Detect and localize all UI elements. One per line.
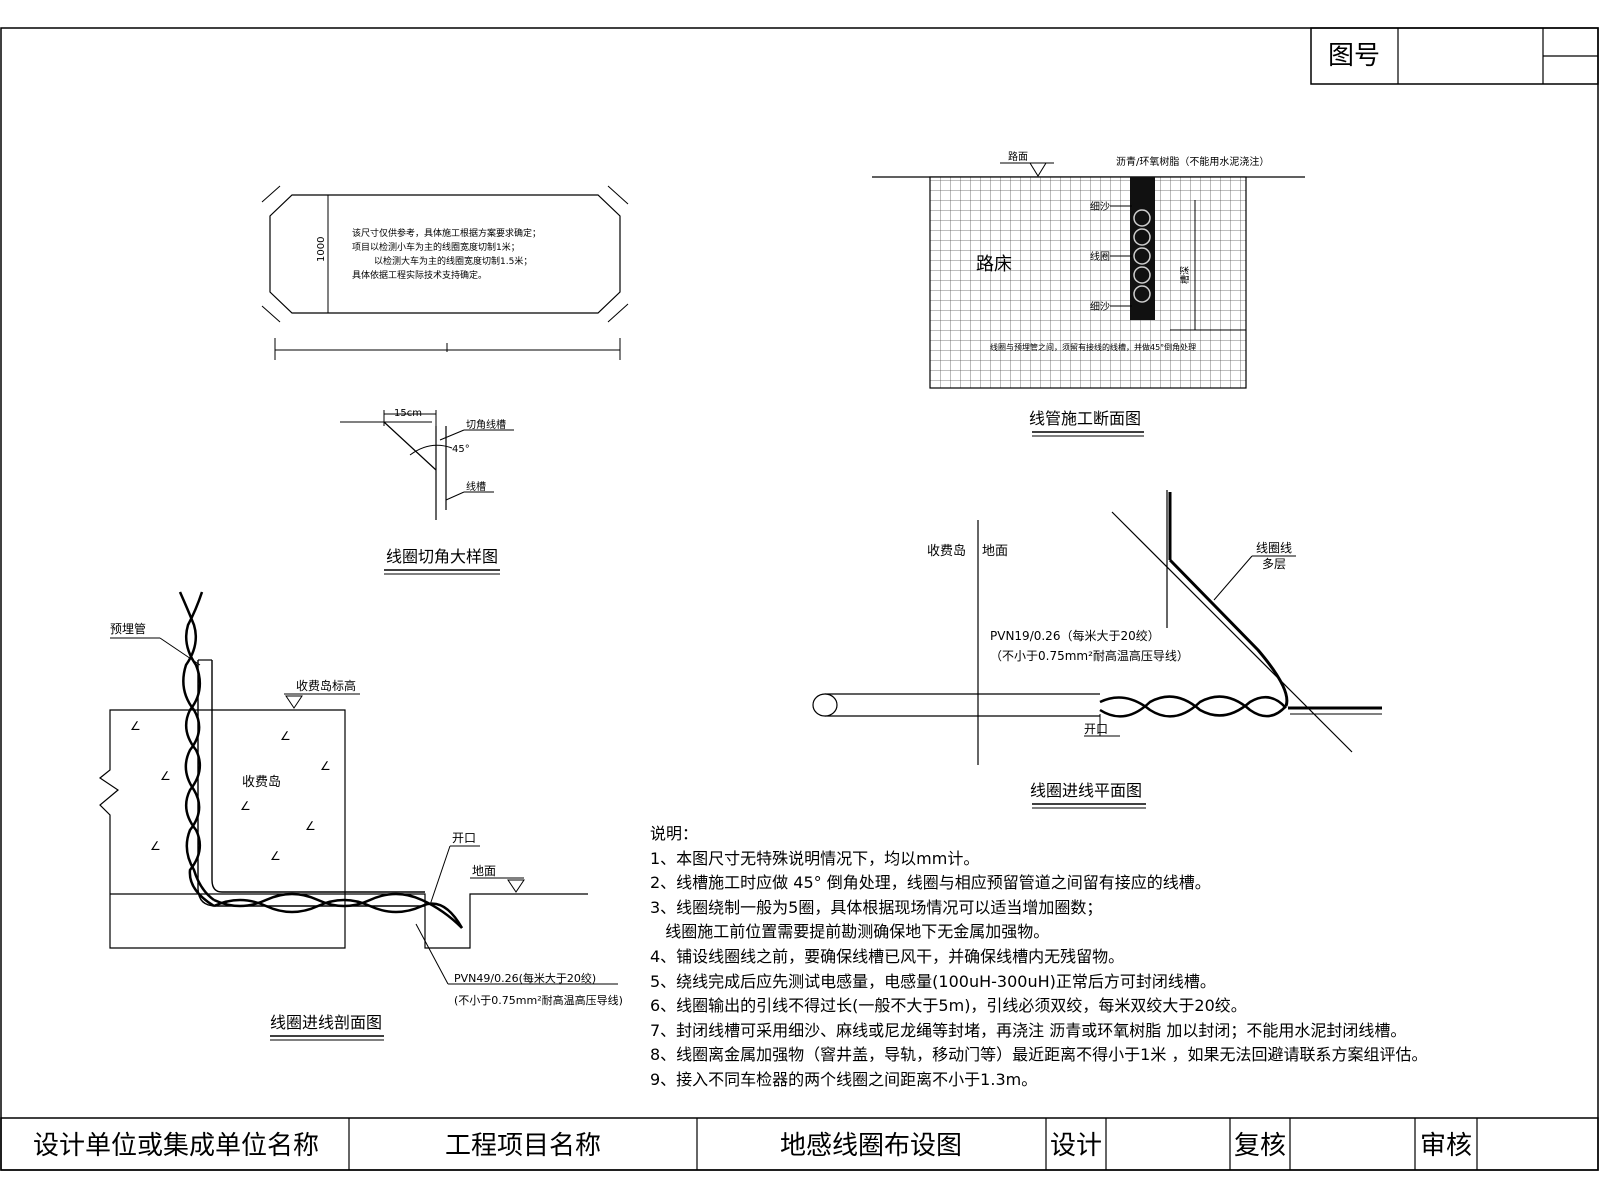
- corner-detail-caption: 线圈切角大样图: [386, 547, 498, 566]
- corner-groove-label: 线槽: [466, 480, 486, 493]
- svg-text:∠: ∠: [150, 839, 161, 853]
- entry-section-top-label: 收费岛标高: [296, 678, 356, 693]
- note-item: 2、线槽施工时应做 45° 倒角处理，线圈与相应预留管道之间留有接应的线槽。: [650, 873, 1211, 893]
- svg-text:∠: ∠: [270, 849, 281, 863]
- drawing-number-label: 图号: [1328, 41, 1380, 71]
- loop-note-2: 项目以检测小车为主的线圈宽度切制1米；: [352, 241, 520, 253]
- corner-cut-size: 15cm: [394, 408, 422, 419]
- svg-text:∠: ∠: [320, 759, 331, 773]
- svg-text:∠: ∠: [130, 719, 141, 733]
- review-label: 复核: [1234, 1131, 1286, 1161]
- entry-plan-cable-spec-1: PVN19/0.26（每米大于20绞）: [990, 628, 1160, 643]
- note-item: 9、接入不同车检器的两个线圈之间距离不小于1.3m。: [650, 1069, 1038, 1089]
- cross-bottom-label: 细沙: [1090, 300, 1110, 313]
- note-item: 3、线圈绕制一般为5圈，具体根据现场情况可以适当增加圈数；: [650, 897, 1103, 917]
- note-item: 1、本图尺寸无特殊说明情况下，均以mm计。: [650, 848, 980, 868]
- entry-plan-cable-spec-2: （不小于0.75mm²耐高温高压导线）: [990, 648, 1189, 663]
- entry-section-view: ∠ ∠ ∠ ∠ ∠ ∠ ∠ ∠ 预埋管 收费岛标高 收费岛 开口 地面 PVN4…: [98, 591, 623, 1041]
- entry-plan-booth-label: 收费岛: [927, 543, 966, 559]
- note-item: 5、绕线完成后应先测试电感量，电感量(100uH-300uH)正常后方可封闭线槽…: [650, 971, 1216, 991]
- cross-section-view: 路面 沥青/环氧树脂（不能用水泥浇注） 路床 细沙 线圈 细沙 槽深 线圈与预埋…: [872, 150, 1305, 437]
- entry-plan-opening-label: 开口: [1084, 722, 1108, 736]
- title-block: 设计单位或集成单位名称 工程项目名称 地感线圈布设图 设计 复核 审核: [0, 1117, 1599, 1171]
- cross-roadbed-label: 路床: [976, 254, 1012, 275]
- approve-label: 审核: [1420, 1131, 1472, 1161]
- svg-text:∠: ∠: [280, 729, 291, 743]
- note-item: 7、封闭线槽可采用细沙、麻线或尼龙绳等封堵，再浇注 沥青或环氧树脂 加以封闭；不…: [650, 1020, 1407, 1040]
- notes-heading: 说明：: [650, 824, 699, 843]
- entry-section-opening-label: 开口: [452, 831, 476, 845]
- cross-road-label: 路面: [1008, 150, 1028, 163]
- svg-text:∠: ∠: [305, 819, 316, 833]
- svg-text:∠: ∠: [240, 799, 251, 813]
- entry-section-cable-spec-2: (不小于0.75mm²耐高温高压导线): [454, 993, 623, 1007]
- entry-plan-view: 收费岛 地面 线圈线 多层 PVN19/0.26（每米大于20绞） （不小于0.…: [812, 490, 1382, 809]
- loop-dimension: 1000: [316, 237, 327, 262]
- loop-note-4: 具体依据工程实际技术支持确定。: [352, 269, 487, 281]
- corner-detail-view: 15cm 45° 切角线槽 线槽 线圈切角大样图: [340, 408, 514, 575]
- entry-section-island-label: 收费岛: [242, 774, 281, 790]
- note-item: 4、铺设线圈线之前，要确保线槽已风干，并确保线槽内无残留物。: [650, 946, 1125, 966]
- note-item: 线圈施工前位置需要提前勘测确保地下无金属加强物。: [650, 922, 1050, 942]
- entry-section-caption: 线圈进线剖面图: [270, 1013, 382, 1032]
- loop-plan-view: 1000 该尺寸仅供参考，具体施工根据方案要求确定； 项目以检测小车为主的线圈宽…: [261, 185, 629, 360]
- corner-angle: 45°: [452, 444, 470, 455]
- entry-section-cable-spec-1: PVN49/0.26(每米大于20绞): [454, 971, 596, 985]
- loop-note-3: 以检测大车为主的线圈宽度切制1.5米；: [374, 255, 532, 267]
- drawing-number-box: 图号: [1310, 27, 1599, 85]
- cross-note: 线圈与预埋管之间，须留有接线的线槽，并做45°倒角处理: [990, 342, 1196, 352]
- note-item: 6、线圈输出的引线不得过长(一般不大于5m)，引线必须双绞，每米双绞大于20绞。: [650, 996, 1247, 1016]
- svg-text:∠: ∠: [160, 769, 171, 783]
- entry-plan-wire-label-2: 多层: [1262, 557, 1286, 571]
- cross-depth-label: 槽深: [1179, 266, 1191, 284]
- cross-loop-label: 线圈: [1090, 250, 1110, 263]
- entry-plan-wire-label-1: 线圈线: [1256, 541, 1292, 555]
- project-name: 工程项目名称: [445, 1131, 601, 1161]
- loop-note-1: 该尺寸仅供参考，具体施工根据方案要求确定；: [352, 227, 541, 239]
- entry-section-ground-label: 地面: [472, 864, 496, 878]
- cross-seal-label: 沥青/环氧树脂（不能用水泥浇注）: [1116, 155, 1269, 168]
- designer-org: 设计单位或集成单位名称: [33, 1131, 319, 1161]
- notes-section: 说明： 1、本图尺寸无特殊说明情况下，均以mm计。 2、线槽施工时应做 45° …: [650, 822, 1595, 1093]
- entry-section-pipe-label: 预埋管: [110, 621, 146, 636]
- entry-plan-caption: 线圈进线平面图: [1030, 781, 1142, 800]
- note-item: 8、线圈离金属加强物（窨井盖，导轨，移动门等）最近距离不得小于1米 ，如果无法回…: [650, 1045, 1428, 1065]
- design-label: 设计: [1050, 1131, 1102, 1161]
- entry-plan-ground-label: 地面: [982, 544, 1008, 559]
- drawing-title: 地感线圈布设图: [780, 1131, 962, 1161]
- corner-cut-line-label: 切角线槽: [466, 418, 506, 431]
- cross-section-caption: 线管施工断面图: [1029, 409, 1141, 428]
- cross-sand-label: 细沙: [1090, 200, 1110, 213]
